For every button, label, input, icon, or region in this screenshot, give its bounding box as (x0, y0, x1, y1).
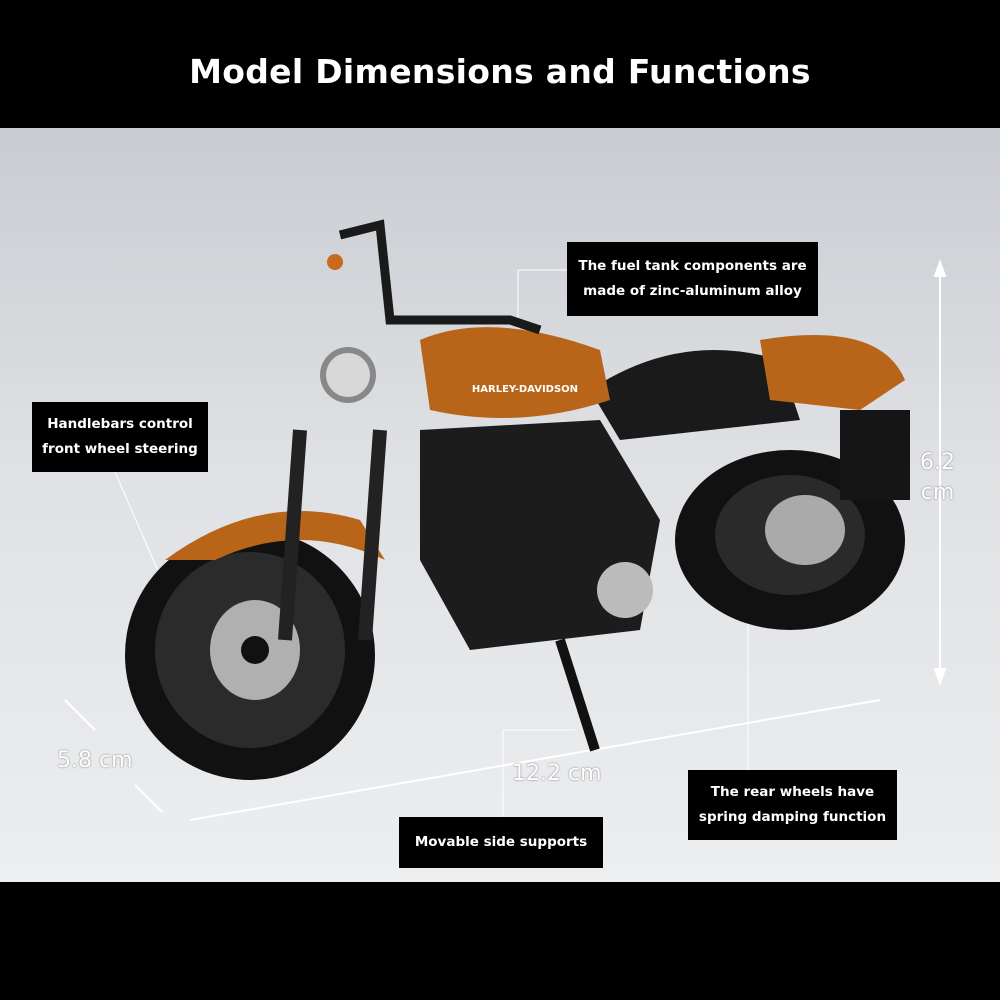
callout-side-supports: Movable side supports (399, 817, 603, 868)
callout-line: front wheel steering (42, 441, 198, 457)
header-band: Model Dimensions and Functions (0, 0, 1000, 128)
callout-line: Handlebars control (47, 416, 193, 432)
callout-line: spring damping function (698, 809, 887, 825)
height-value: 6.2 (920, 450, 955, 475)
callout-line: The rear wheels have (710, 784, 875, 800)
length-dimension: 12.2 cm (512, 761, 602, 786)
product-photo: HARLEY-DAVIDSON 6.2 cm 5.8 cm 12.2 cm Th… (0, 128, 1000, 882)
width-dimension: 5.8 cm (57, 748, 133, 773)
height-dimension: 6.2 cm (920, 448, 955, 508)
callout-rear-wheels: The rear wheels have spring damping func… (688, 770, 897, 840)
callout-handlebars: Handlebars control front wheel steering (32, 402, 208, 472)
tank-logo: HARLEY-DAVIDSON (472, 384, 578, 395)
callout-line: made of zinc-aluminum alloy (583, 283, 802, 299)
dimension-arrows (64, 259, 947, 821)
motorcycle-illustration: HARLEY-DAVIDSON (64, 219, 947, 821)
callout-line: The fuel tank components are (578, 258, 807, 274)
footer-band (0, 882, 1000, 1000)
callout-fuel-tank: The fuel tank components are made of zin… (567, 242, 818, 316)
page-title: Model Dimensions and Functions (189, 52, 811, 91)
height-unit: cm (920, 480, 955, 505)
